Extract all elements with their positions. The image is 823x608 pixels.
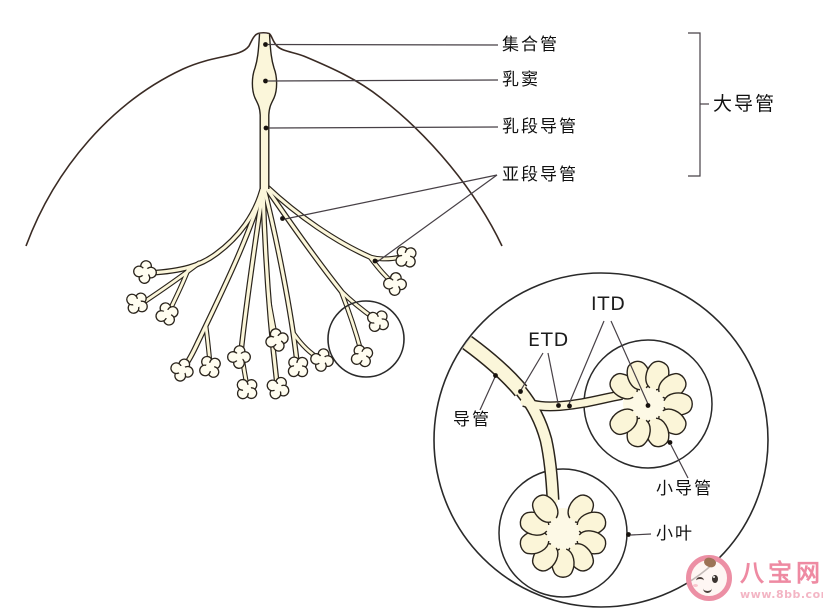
baby-face-logo-icon bbox=[686, 555, 732, 601]
open-eye bbox=[712, 575, 718, 583]
label-subsegmental-duct: 亚段导管 bbox=[502, 165, 578, 185]
watermark-site-name: 八宝网 bbox=[740, 559, 823, 587]
label-lobule: 小叶 bbox=[656, 524, 694, 544]
label-small-duct: 小导管 bbox=[656, 479, 713, 499]
large-duct-bracket bbox=[688, 32, 701, 177]
baby-hair bbox=[702, 556, 718, 569]
watermark-site-url: www.8bb.com bbox=[740, 588, 823, 601]
detail-view-circle bbox=[433, 272, 769, 608]
lower-lobule-rosette bbox=[516, 490, 610, 578]
label-segmental-duct: 乳段导管 bbox=[502, 117, 578, 137]
label-collecting-duct: 集合管 bbox=[502, 35, 559, 55]
watermark-text: 八宝网 www.8bb.com bbox=[740, 561, 823, 601]
breast-outline bbox=[25, 31, 503, 247]
label-lactiferous-sinus: 乳窦 bbox=[502, 70, 540, 90]
leader-lines bbox=[263, 32, 709, 537]
label-large-duct: 大导管 bbox=[713, 93, 777, 115]
magnifier-source-circle bbox=[327, 300, 405, 378]
label-duct: 导管 bbox=[453, 410, 491, 430]
label-etd: ETD bbox=[528, 329, 570, 351]
main-duct-and-sinus bbox=[251, 33, 278, 189]
label-itd: ITD bbox=[591, 293, 626, 315]
blush bbox=[693, 584, 698, 587]
winking-eye bbox=[696, 577, 704, 584]
site-watermark: 八宝网 www.8bb.com bbox=[686, 555, 823, 601]
mouth bbox=[703, 585, 712, 593]
